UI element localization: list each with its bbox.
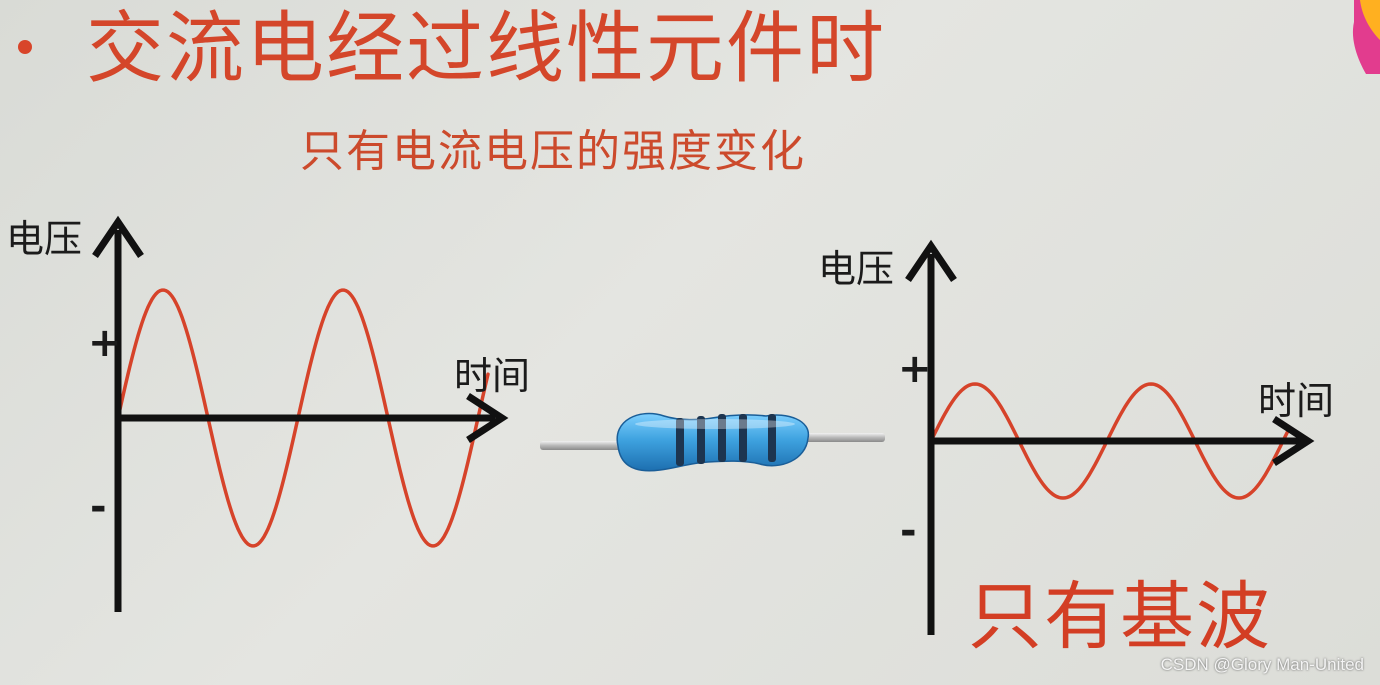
left-x-axis-label: 时间 bbox=[454, 345, 530, 400]
fundamental-only-label: 只有基波 bbox=[968, 572, 1272, 662]
resistor bbox=[540, 414, 885, 471]
right-negative-label: - bbox=[900, 508, 917, 554]
left-negative-label: - bbox=[90, 484, 107, 530]
right-positive-label: + bbox=[898, 346, 932, 392]
resistor-highlight bbox=[635, 419, 795, 429]
left-y-axis-label: 电压 bbox=[6, 208, 82, 263]
brand-logo-icon bbox=[1340, 0, 1380, 74]
left-graph bbox=[95, 222, 502, 612]
watermark: CSDN @Glory Man-United bbox=[1161, 655, 1364, 675]
left-positive-label: + bbox=[88, 320, 122, 366]
right-x-axis-label: 时间 bbox=[1258, 370, 1334, 425]
resistor-lead-right bbox=[800, 433, 885, 442]
resistor-lead-left bbox=[540, 441, 630, 450]
right-y-axis-label: 电压 bbox=[818, 238, 894, 293]
